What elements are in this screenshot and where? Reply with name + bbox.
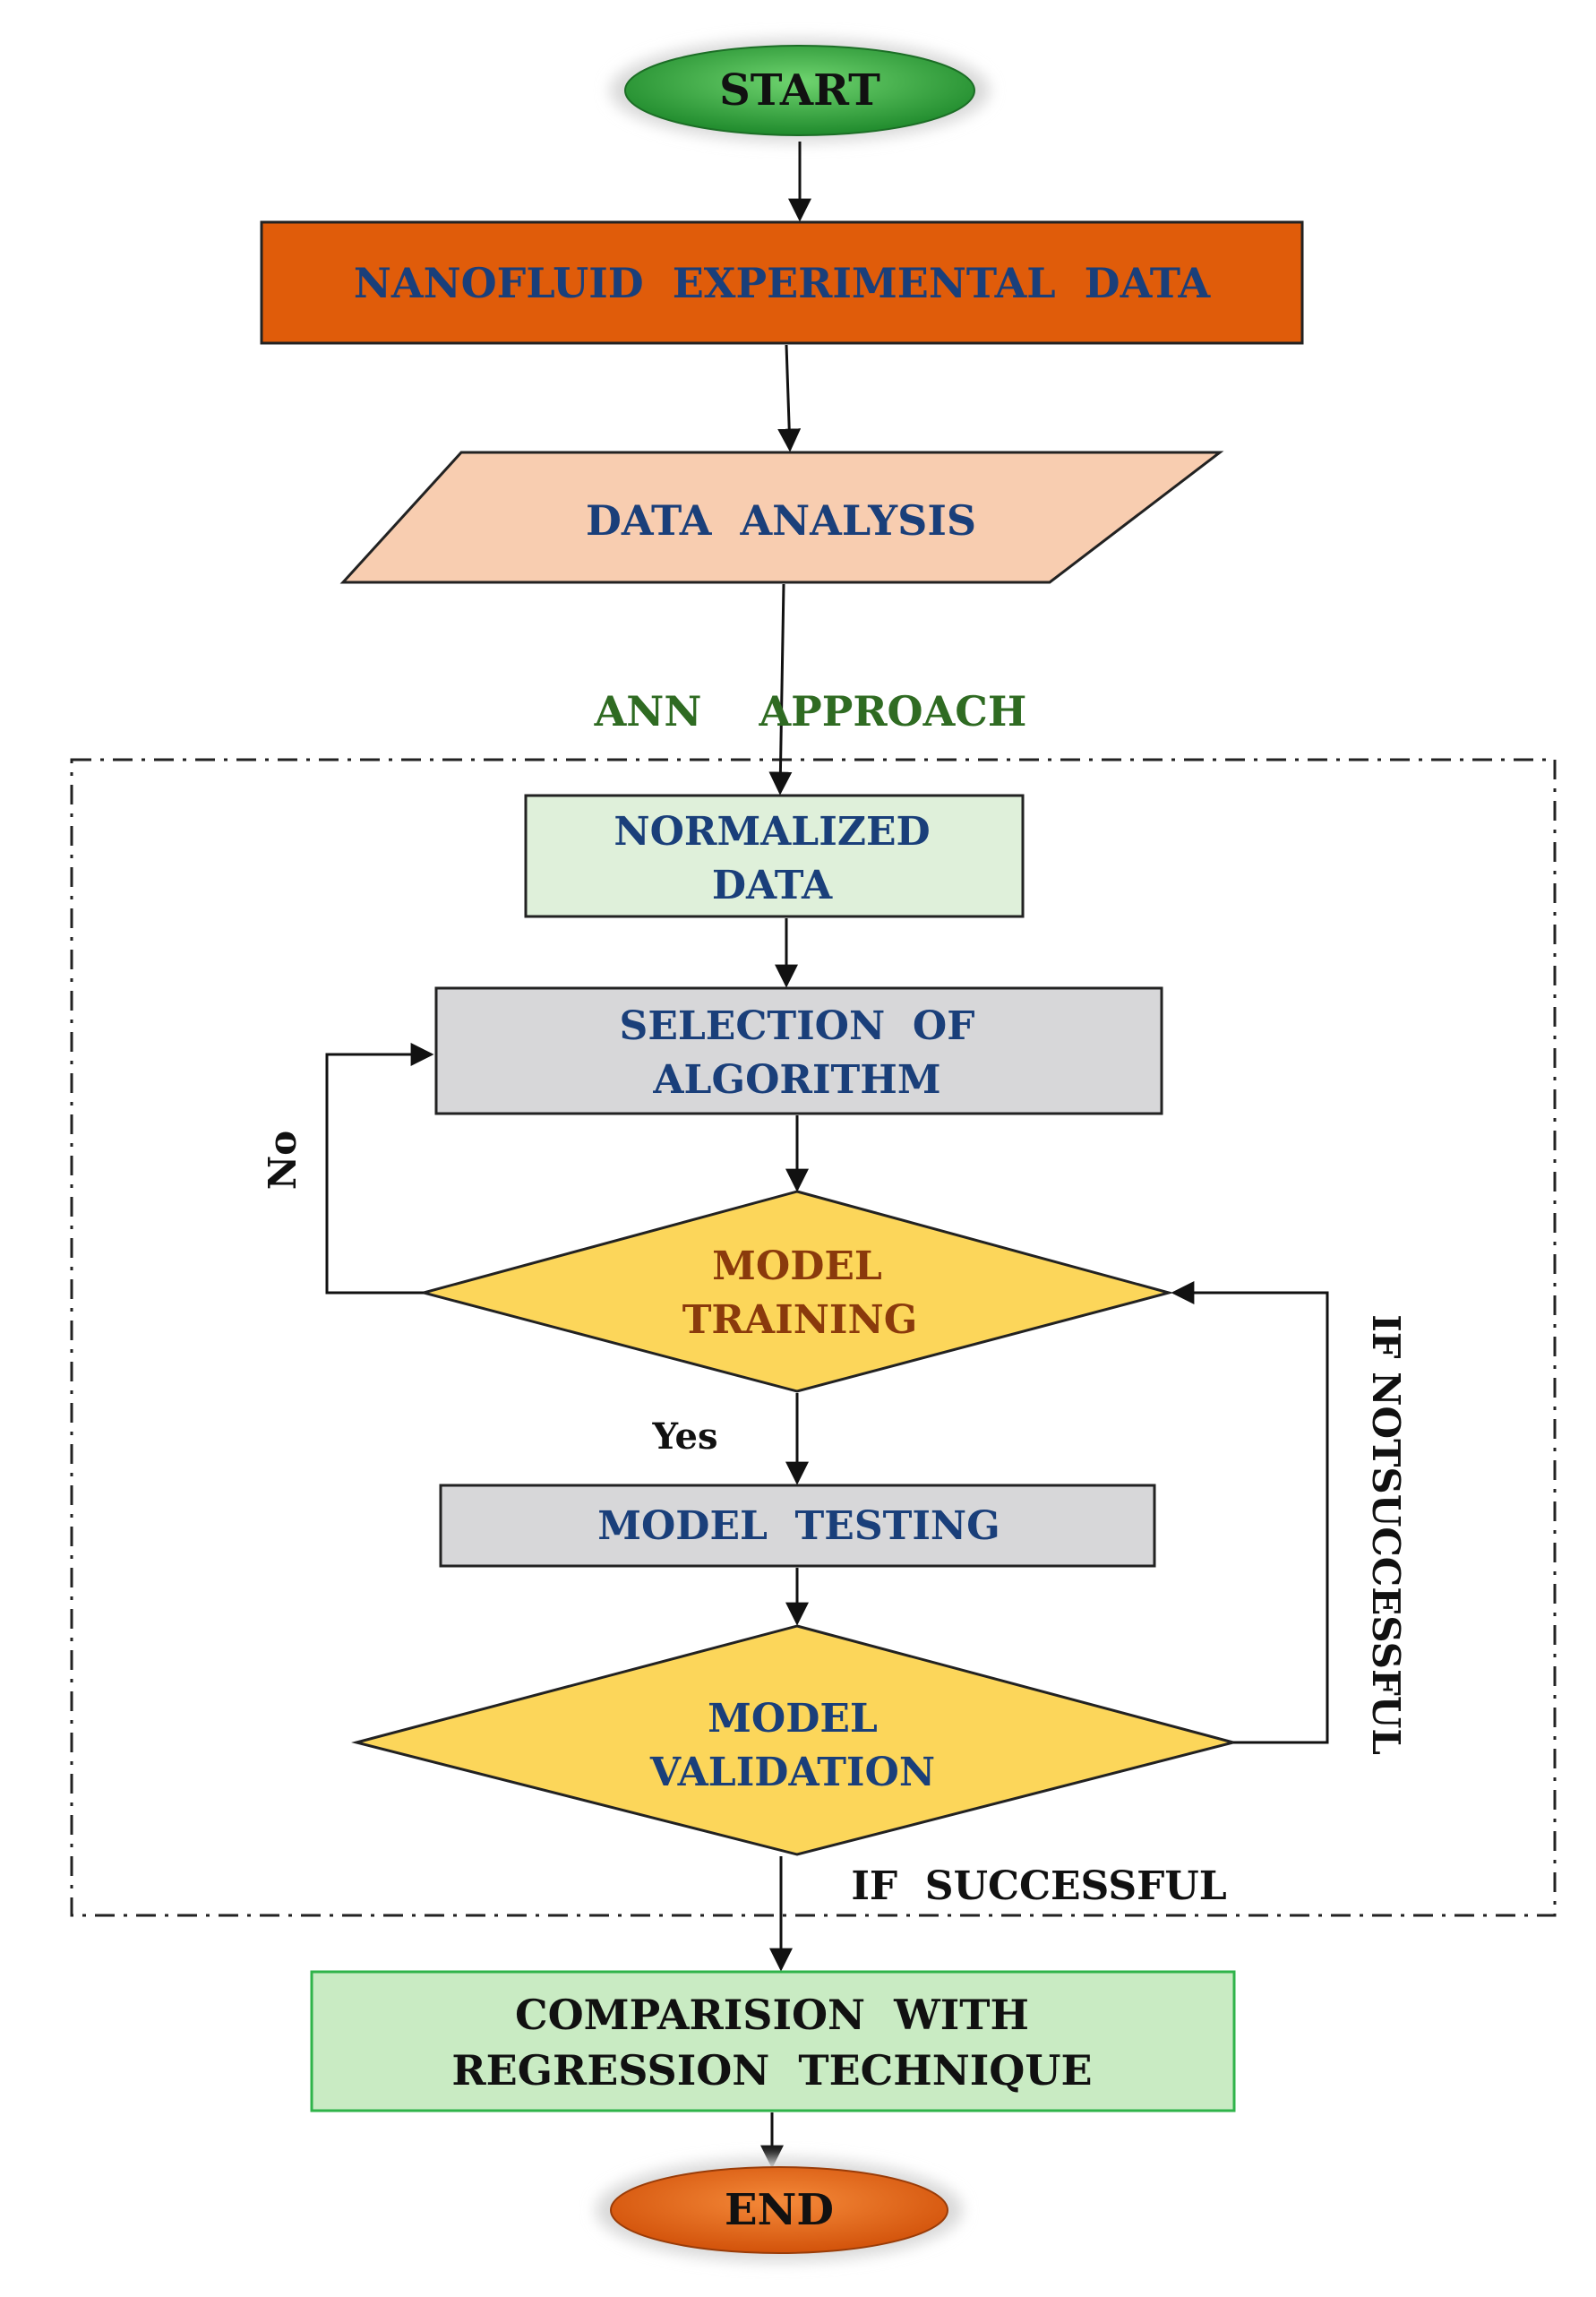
end-terminal: END [596,2158,963,2262]
selection-line-2: ALGORITHM [652,1057,940,1103]
model-testing-box: MODEL TESTING [439,1484,1156,1568]
start-terminal: START [610,39,990,142]
arrow-analysis-to-normalized [768,583,793,796]
normalized-line-2: DATA [712,863,833,908]
successful-label: IF SUCCESSFUL [851,1863,1226,1909]
comparison-line-1: COMPARISION WITH [515,1991,1029,2039]
model-validation-diamond: MODEL VALIDATION [351,1624,1239,1856]
training-line-2: TRAINING [682,1297,918,1343]
comparison-line-2: REGRESSION TECHNIQUE [451,2046,1092,2095]
arrow-data-to-analysis [777,344,802,452]
validation-line-1: MODEL [708,1696,878,1742]
normalized-line-1: NORMALIZED [614,809,930,855]
yes-label: Yes [651,1415,717,1458]
ann-approach-region [70,758,1557,1917]
ann-approach-label: ANN APPROACH [594,687,1027,736]
experimental-data-label: NANOFLUID EXPERIMENTAL DATA [354,259,1212,307]
selection-line-1: SELECTION OF [620,1003,975,1049]
normalized-data-box: NORMALIZED DATA [524,794,1025,918]
experimental-data-box: NANOFLUID EXPERIMENTAL DATA [260,220,1304,345]
end-label: END [725,2185,834,2235]
training-line-1: MODEL [712,1243,882,1289]
testing-label: MODEL TESTING [597,1503,1000,1549]
arrow-no-loop [325,1043,434,1295]
data-analysis-parallelogram: DATA ANALYSIS [339,451,1224,584]
data-analysis-label: DATA ANALYSIS [586,496,976,545]
start-label: START [719,65,880,116]
arrow-not-successful-loop [1171,1281,1329,1744]
selection-algorithm-box: SELECTION OF ALGORITHM [434,986,1163,1115]
not-successful-label: IF NOTSUCCESSFUL [1364,1314,1408,1755]
model-training-diamond: MODEL TRAINING [418,1190,1174,1393]
validation-line-2: VALIDATION [649,1750,935,1795]
comparison-box: COMPARISION WITH REGRESSION TECHNIQUE [310,1970,1236,2112]
no-label: No [261,1131,305,1190]
